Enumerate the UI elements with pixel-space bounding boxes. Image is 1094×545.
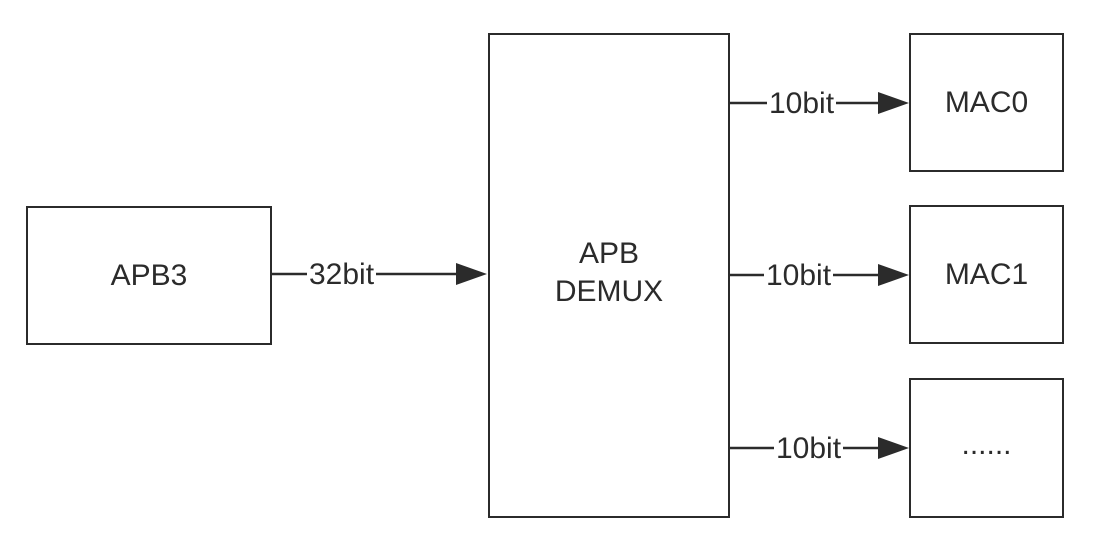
apb-demux-block: APB DEMUX — [488, 33, 730, 518]
arrowhead-demux-to-mac0 — [878, 92, 909, 114]
arrowhead-demux-to-mac1 — [878, 264, 909, 286]
mac0-label: MAC0 — [944, 85, 1029, 119]
apb-demux-label-line2: DEMUX — [554, 274, 664, 308]
mac1-block: MAC1 — [909, 205, 1064, 344]
demux-mac0-width-label: 10bit — [767, 87, 837, 120]
demux-mac1-width-label: 10bit — [764, 259, 834, 292]
apb3-block: APB3 — [26, 206, 272, 345]
mac1-label: MAC1 — [944, 257, 1029, 291]
apb3-label: APB3 — [110, 258, 188, 292]
apb3-demux-width-label: 32bit — [307, 258, 377, 291]
more-macs-block: ...... — [909, 378, 1064, 518]
apb-demux-label-line1: APB — [578, 237, 640, 270]
arrowhead-demux-to-more — [878, 437, 909, 459]
arrowhead-apb3-to-demux — [456, 263, 487, 285]
demux-more-width-label: 10bit — [774, 432, 844, 465]
apb-demux-label: APB DEMUX — [555, 235, 663, 310]
more-macs-label: ...... — [961, 428, 1012, 462]
mac0-block: MAC0 — [909, 33, 1064, 172]
